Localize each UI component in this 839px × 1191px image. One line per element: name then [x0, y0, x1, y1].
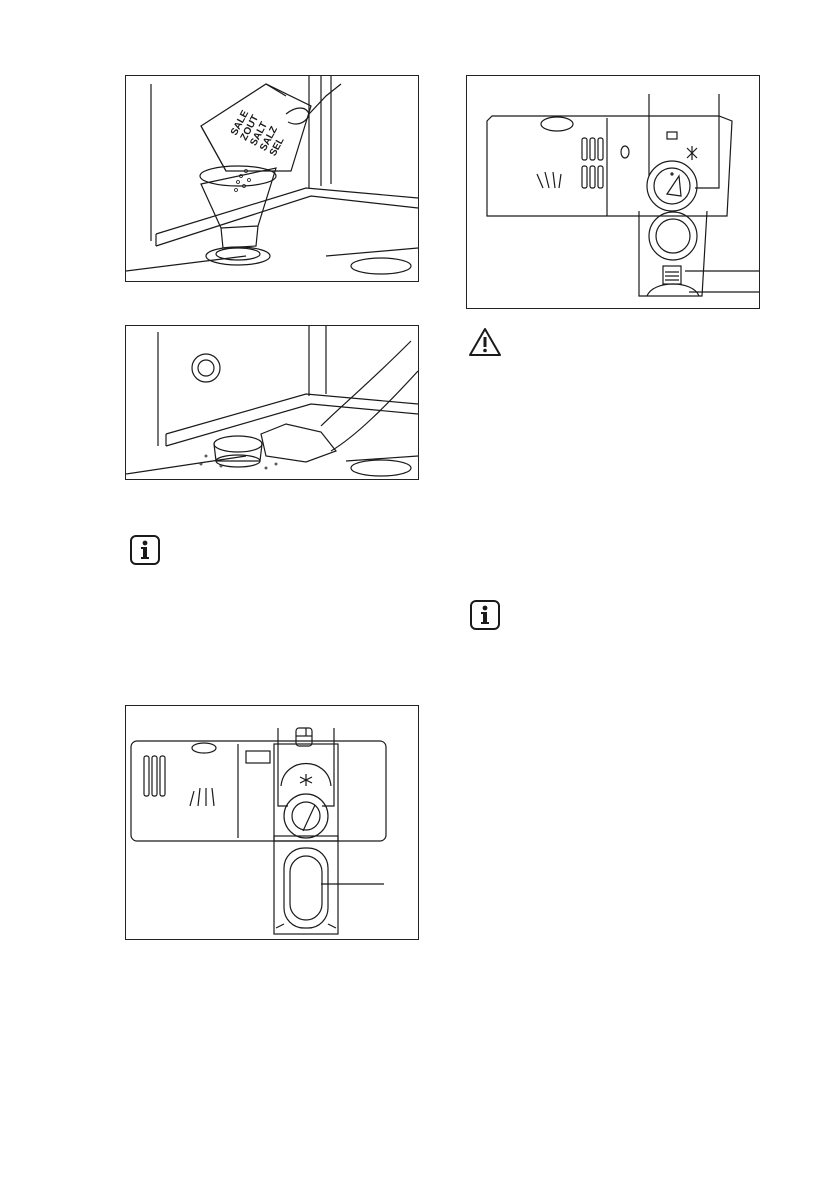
wipe-salt-illustration — [126, 326, 418, 479]
dispenser-angled-illustration — [467, 76, 759, 308]
warning-icon — [468, 327, 502, 357]
figure-dispenser-angled — [466, 75, 760, 309]
info-icon — [130, 535, 160, 565]
dispenser-front-illustration — [126, 706, 418, 939]
figure-dispenser-front — [125, 705, 419, 940]
figure-fill-salt: SALE ZOUT SALT SALZ SEL — [125, 75, 419, 282]
fill-salt-illustration: SALE ZOUT SALT SALZ SEL — [126, 76, 418, 281]
info-icon — [470, 600, 500, 630]
figure-wipe-salt — [125, 325, 419, 480]
